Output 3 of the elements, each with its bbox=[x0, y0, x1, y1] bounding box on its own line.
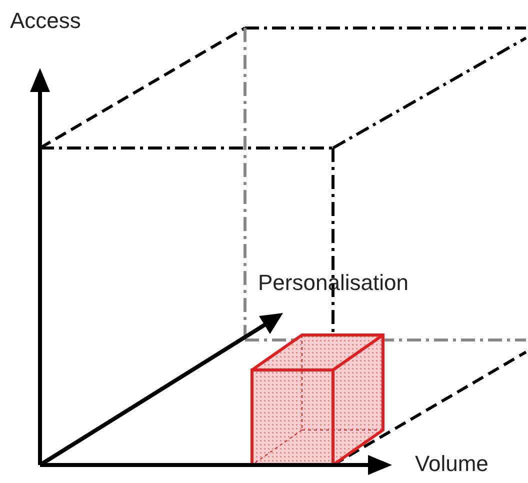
axis-label: Access bbox=[10, 10, 81, 32]
axis-label: Volume bbox=[415, 453, 488, 475]
axis-label: Personalisation bbox=[258, 272, 408, 294]
